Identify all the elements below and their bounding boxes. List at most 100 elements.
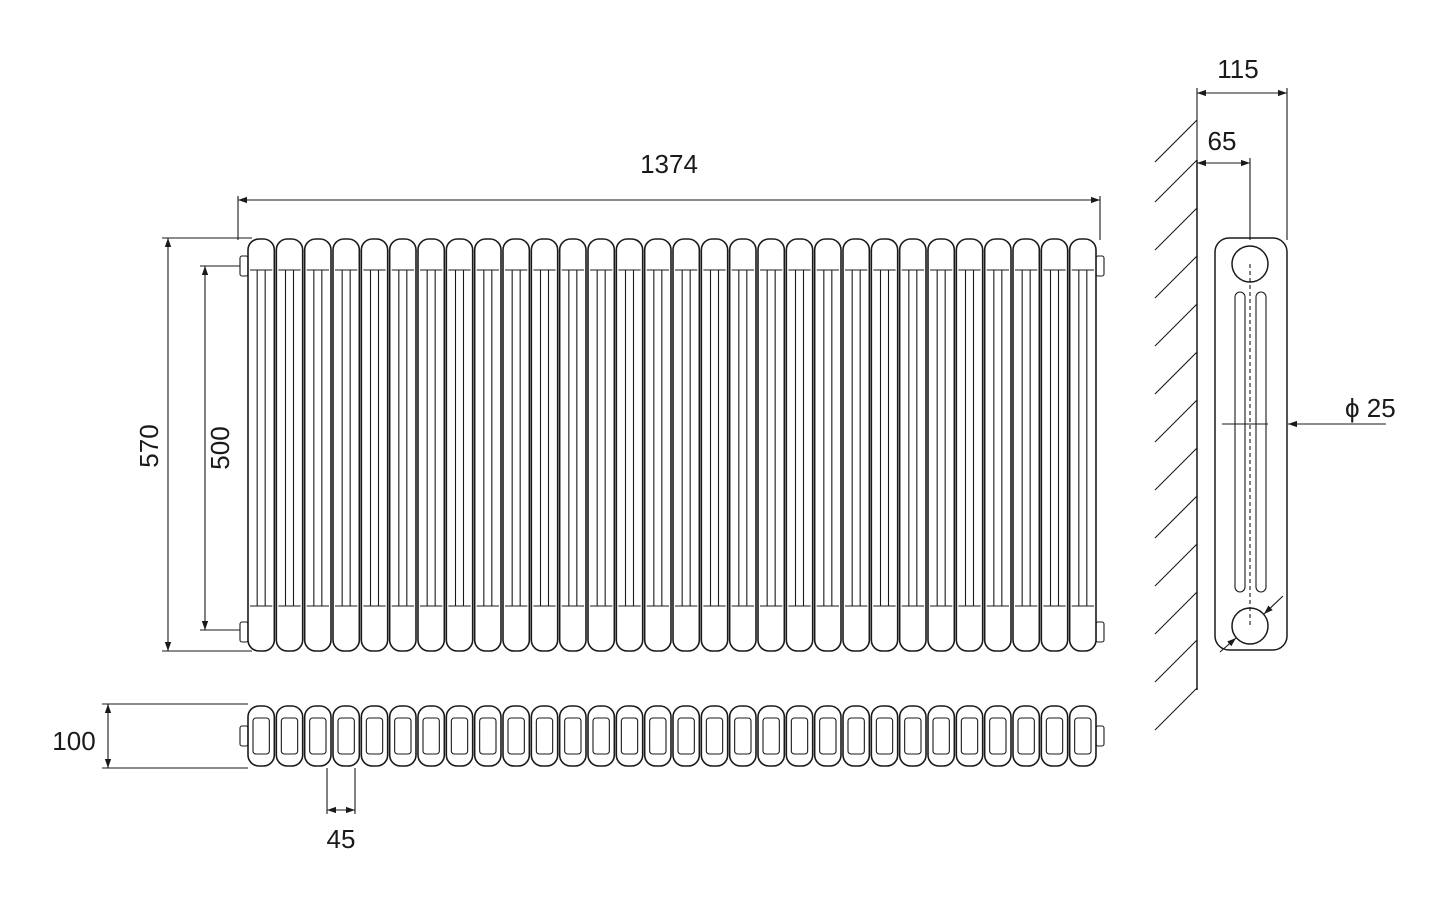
top-view-section-inner <box>904 717 922 755</box>
bottom-connection-circle <box>1231 607 1269 645</box>
top-view-section-inner <box>450 717 469 755</box>
radiator-column <box>870 238 899 652</box>
end-cap <box>239 255 249 277</box>
top-view-section <box>643 705 672 767</box>
diameter-arrow-lower <box>1219 637 1237 653</box>
top-view-section-inner <box>394 717 412 755</box>
top-view-section <box>275 705 304 767</box>
top-view-section-inner <box>819 717 837 755</box>
radiator-column <box>388 238 417 652</box>
top-view-section-inner <box>422 717 440 755</box>
end-cap <box>239 621 249 643</box>
end-cap <box>1095 621 1105 643</box>
top-view-section-inner <box>734 717 752 755</box>
wall-hatch-line <box>1154 255 1198 299</box>
front-view <box>239 238 1105 652</box>
top-view-section-inner <box>932 717 950 755</box>
wall-centre-label: 65 <box>1208 126 1237 156</box>
radiator-column <box>700 238 729 652</box>
dimension-lines: 1374 570 500 100 45 115 65 ϕ 25 <box>52 54 1395 854</box>
top-view-section-inner <box>620 717 639 755</box>
top-view-section <box>1012 705 1041 767</box>
radiator-column <box>927 238 956 652</box>
top-view-section-inner <box>507 717 525 755</box>
top-view-section <box>1068 705 1097 767</box>
radiator-column <box>360 238 389 652</box>
radiator-column <box>587 238 616 652</box>
top-view-section-inner <box>337 717 355 755</box>
radiator-column <box>983 238 1012 652</box>
top-view-section <box>360 705 389 767</box>
top-view-section-inner <box>592 717 610 755</box>
top-view-section-inner <box>705 717 724 755</box>
top-view-section <box>813 705 842 767</box>
top-view-section-inner <box>1017 717 1035 755</box>
slot-right <box>1255 291 1267 593</box>
wall-hatch-line <box>1154 687 1198 731</box>
radiator-column <box>332 238 361 652</box>
front-view-columns <box>239 238 1105 652</box>
radiator-column <box>842 238 871 652</box>
radiator-column <box>643 238 672 652</box>
radiator-column <box>247 238 276 652</box>
radiator-column <box>473 238 502 652</box>
top-view-section <box>955 705 984 767</box>
top-view-section <box>530 705 559 767</box>
top-view-section <box>445 705 474 767</box>
top-view-section-inner <box>535 717 554 755</box>
top-view-section <box>672 705 701 767</box>
top-view-section-inner <box>309 717 327 755</box>
wall-hatch-line <box>1154 399 1198 443</box>
top-view-section <box>898 705 927 767</box>
pitch-label: 45 <box>327 824 356 854</box>
top-view-section <box>785 705 814 767</box>
top-view-section <box>587 705 616 767</box>
slot-left <box>1234 291 1246 593</box>
wall-hatch-line <box>1154 639 1198 683</box>
wall-hatching <box>1154 119 1198 731</box>
top-view-section-inner <box>677 717 695 755</box>
top-view <box>239 705 1105 767</box>
top-view-section-inner <box>875 717 894 755</box>
top-view-end-cap <box>1095 725 1105 747</box>
top-view-section-inner <box>365 717 384 755</box>
top-view-section <box>615 705 644 767</box>
radiator-column <box>530 238 559 652</box>
radiator-column <box>813 238 842 652</box>
top-view-end-cap <box>239 725 249 747</box>
wall-hatch-line <box>1154 351 1198 395</box>
pipe-diameter-label: ϕ 25 <box>1345 393 1396 423</box>
top-view-section <box>927 705 956 767</box>
top-view-section-inner <box>989 717 1007 755</box>
top-view-section <box>870 705 899 767</box>
top-view-section <box>757 705 786 767</box>
diameter-arrow-upper <box>1263 595 1284 615</box>
top-view-section <box>417 705 446 767</box>
radiator-column <box>558 238 587 652</box>
radiator-column <box>785 238 814 652</box>
radiator-column <box>898 238 927 652</box>
end-cap <box>1095 255 1105 277</box>
radiator-column <box>672 238 701 652</box>
top-view-section-inner <box>280 717 299 755</box>
wall-hatch-line <box>1154 447 1198 491</box>
top-view-section <box>303 705 332 767</box>
radiator-column <box>303 238 332 652</box>
overall-depth-label: 115 <box>1217 54 1258 84</box>
radiator-column <box>275 238 304 652</box>
top-view-section-inner <box>790 717 809 755</box>
wall-hatch-line <box>1154 543 1198 587</box>
top-view-section-inner <box>649 717 667 755</box>
top-view-section <box>728 705 757 767</box>
wall-hatch-line <box>1154 591 1198 635</box>
wall-hatch-line <box>1154 119 1198 163</box>
radiator-column <box>1068 238 1097 652</box>
top-view-section <box>700 705 729 767</box>
top-view-section <box>473 705 502 767</box>
depth-label: 100 <box>52 726 95 756</box>
radiator-column <box>1040 238 1069 652</box>
wall-hatch-line <box>1154 303 1198 347</box>
top-view-section-inner <box>1074 717 1092 755</box>
radiator-column <box>1012 238 1041 652</box>
